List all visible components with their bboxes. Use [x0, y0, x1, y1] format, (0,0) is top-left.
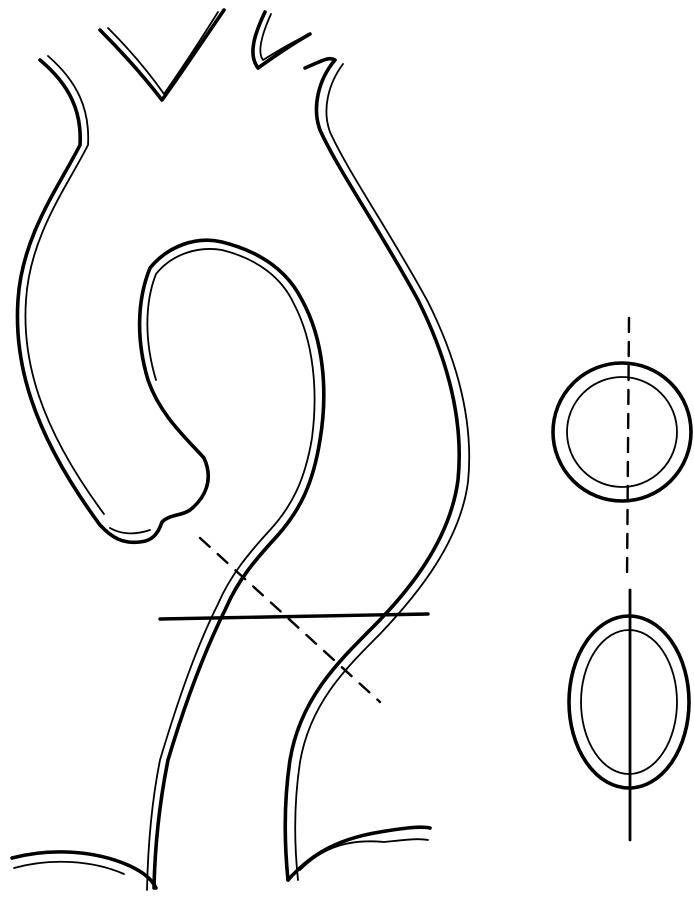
right-lower-branch [288, 827, 430, 880]
ascending-aorta-outer-wall [17, 56, 323, 890]
round-cross-section [553, 318, 691, 580]
ascending-aorta-inner-wall [110, 528, 150, 534]
horizontal-cut-solid-line [160, 614, 428, 619]
left-lower-branch [12, 852, 156, 888]
brachiocephalic-branch [100, 10, 224, 100]
left-carotid-branch [253, 12, 310, 68]
round-cross-section-axis [627, 318, 629, 580]
oval-cross-section [569, 590, 689, 840]
perpendicular-cut-dashed-line [200, 538, 380, 702]
